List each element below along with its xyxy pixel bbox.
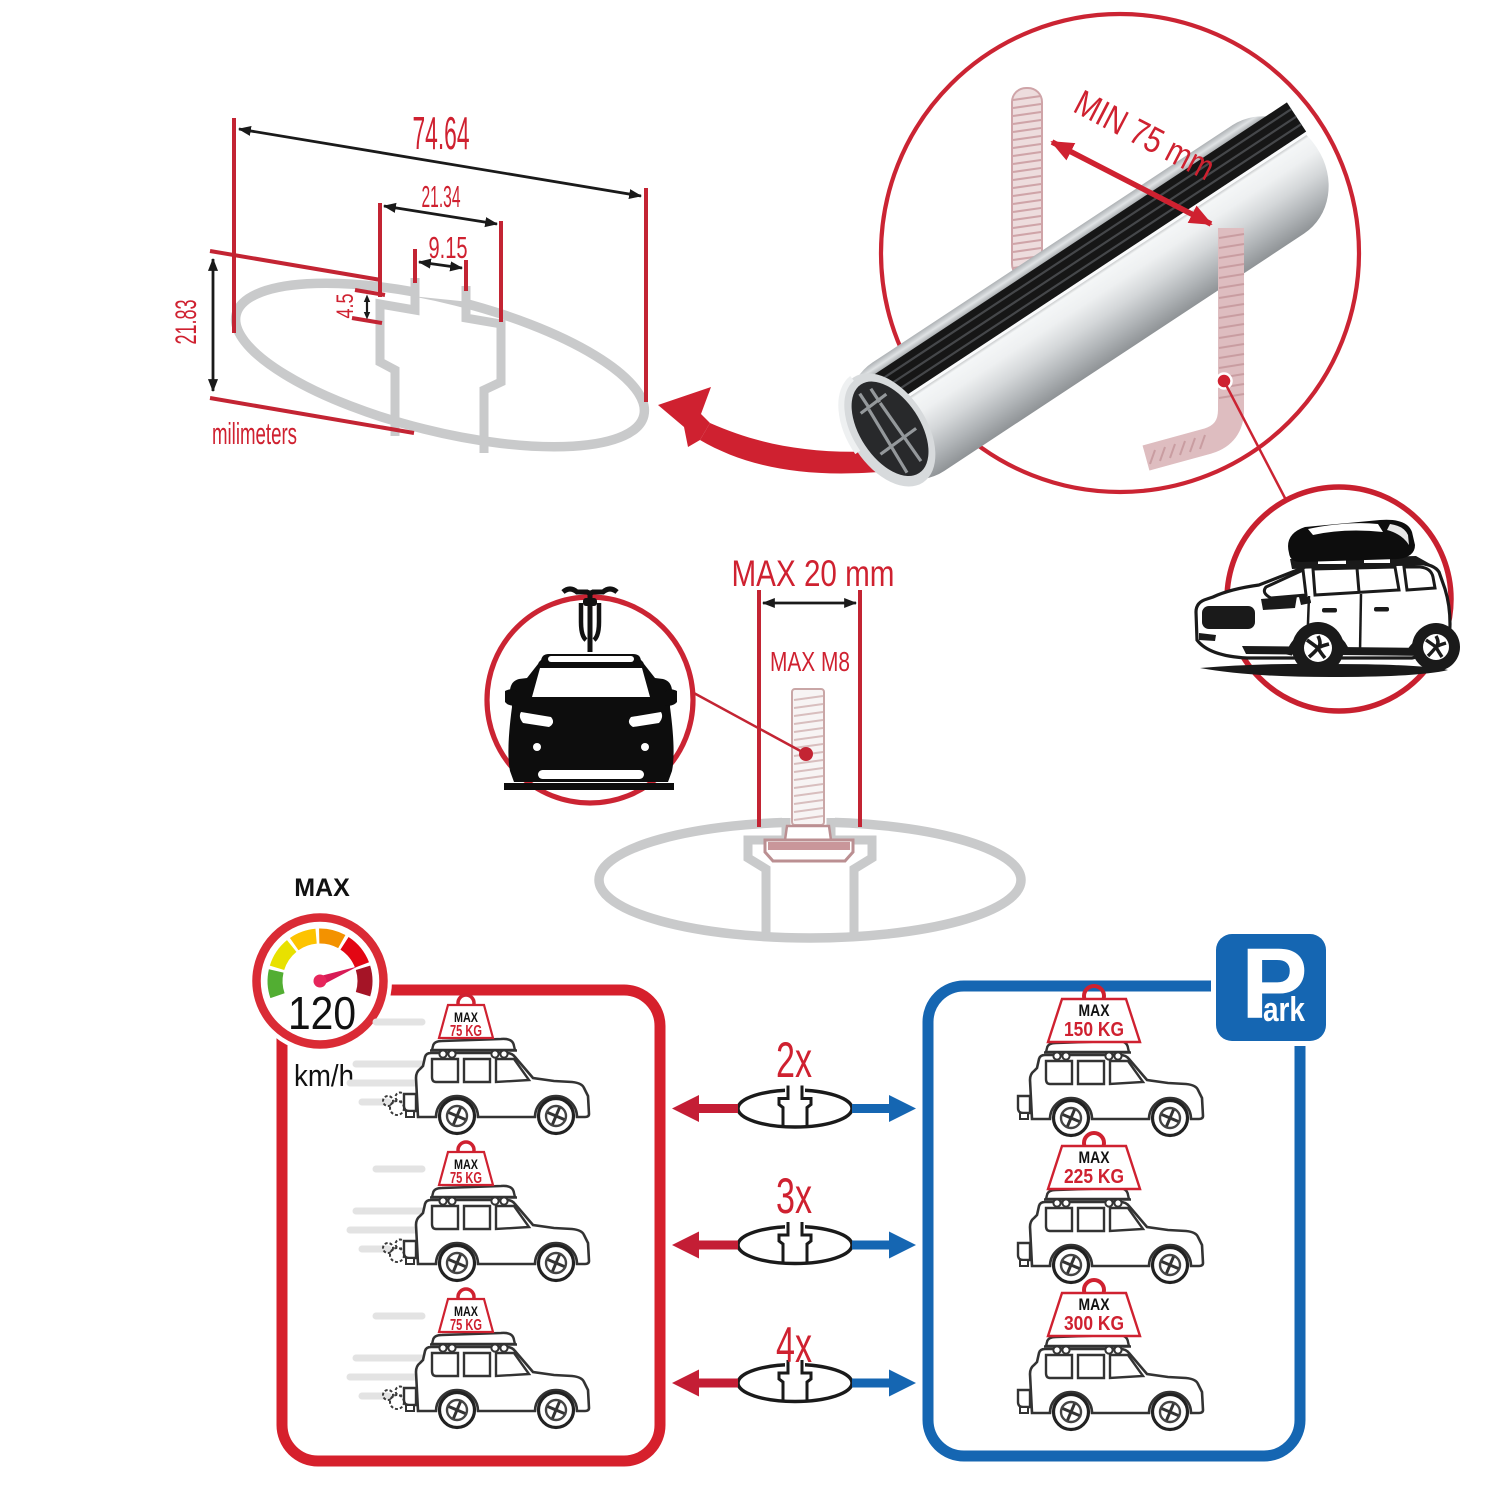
- svg-text:75 KG: 75 KG: [450, 1023, 482, 1040]
- svg-text:9.15: 9.15: [429, 230, 468, 265]
- svg-text:21.83: 21.83: [170, 300, 203, 345]
- svg-text:225 KG: 225 KG: [1064, 1166, 1124, 1188]
- svg-text:MAX 20 mm: MAX 20 mm: [732, 553, 895, 594]
- svg-text:4x: 4x: [776, 1317, 812, 1373]
- svg-text:4.5: 4.5: [332, 294, 359, 319]
- svg-text:2x: 2x: [776, 1032, 812, 1088]
- svg-text:MAX: MAX: [1079, 1296, 1110, 1314]
- svg-text:74.64: 74.64: [413, 107, 470, 159]
- svg-text:3x: 3x: [776, 1168, 812, 1224]
- svg-text:120: 120: [288, 987, 356, 1039]
- svg-text:ark: ark: [1263, 991, 1305, 1029]
- svg-text:MAX M8: MAX M8: [770, 646, 850, 677]
- svg-text:21.34: 21.34: [422, 179, 461, 214]
- svg-text:MAX: MAX: [294, 874, 350, 902]
- svg-text:MAX: MAX: [1079, 1002, 1110, 1020]
- svg-text:MAX: MAX: [1079, 1149, 1110, 1167]
- svg-text:300 KG: 300 KG: [1064, 1313, 1124, 1335]
- svg-text:MAX: MAX: [454, 1010, 478, 1025]
- svg-text:P: P: [1241, 928, 1308, 1040]
- svg-text:milimeters: milimeters: [212, 416, 297, 451]
- svg-text:km/h: km/h: [294, 1058, 354, 1093]
- svg-text:150 KG: 150 KG: [1064, 1019, 1124, 1041]
